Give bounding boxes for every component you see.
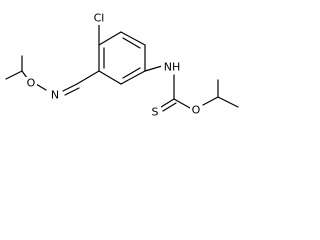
bond-c-o (173, 98, 191, 109)
bond-o-ch-2 (202, 96, 219, 106)
bond-c-s-2 (162, 102, 177, 112)
chemical-structure: Cl N O NH S O (5, 12, 239, 119)
bond-c-s-1 (160, 98, 175, 108)
bond-ring-ch (76, 70, 100, 85)
atom-label-cl: Cl (94, 12, 105, 25)
bond-iso2-right (217, 96, 239, 108)
bond-ring-nh (144, 65, 163, 72)
bond-ch-n-2 (64, 87, 80, 96)
bond-n-o (35, 83, 47, 91)
bond-o-ch (21, 70, 28, 79)
atom-label-o-ester: O (192, 104, 201, 117)
bond-iso-left (5, 70, 23, 80)
atom-label-nh: NH (164, 61, 181, 74)
atom-label-s: S (152, 106, 159, 119)
bond-ch-n-1 (62, 83, 78, 92)
benzene-ring (98, 31, 146, 85)
atom-label-n-imine: N (51, 89, 59, 102)
atom-label-o-ether: O (27, 77, 36, 90)
